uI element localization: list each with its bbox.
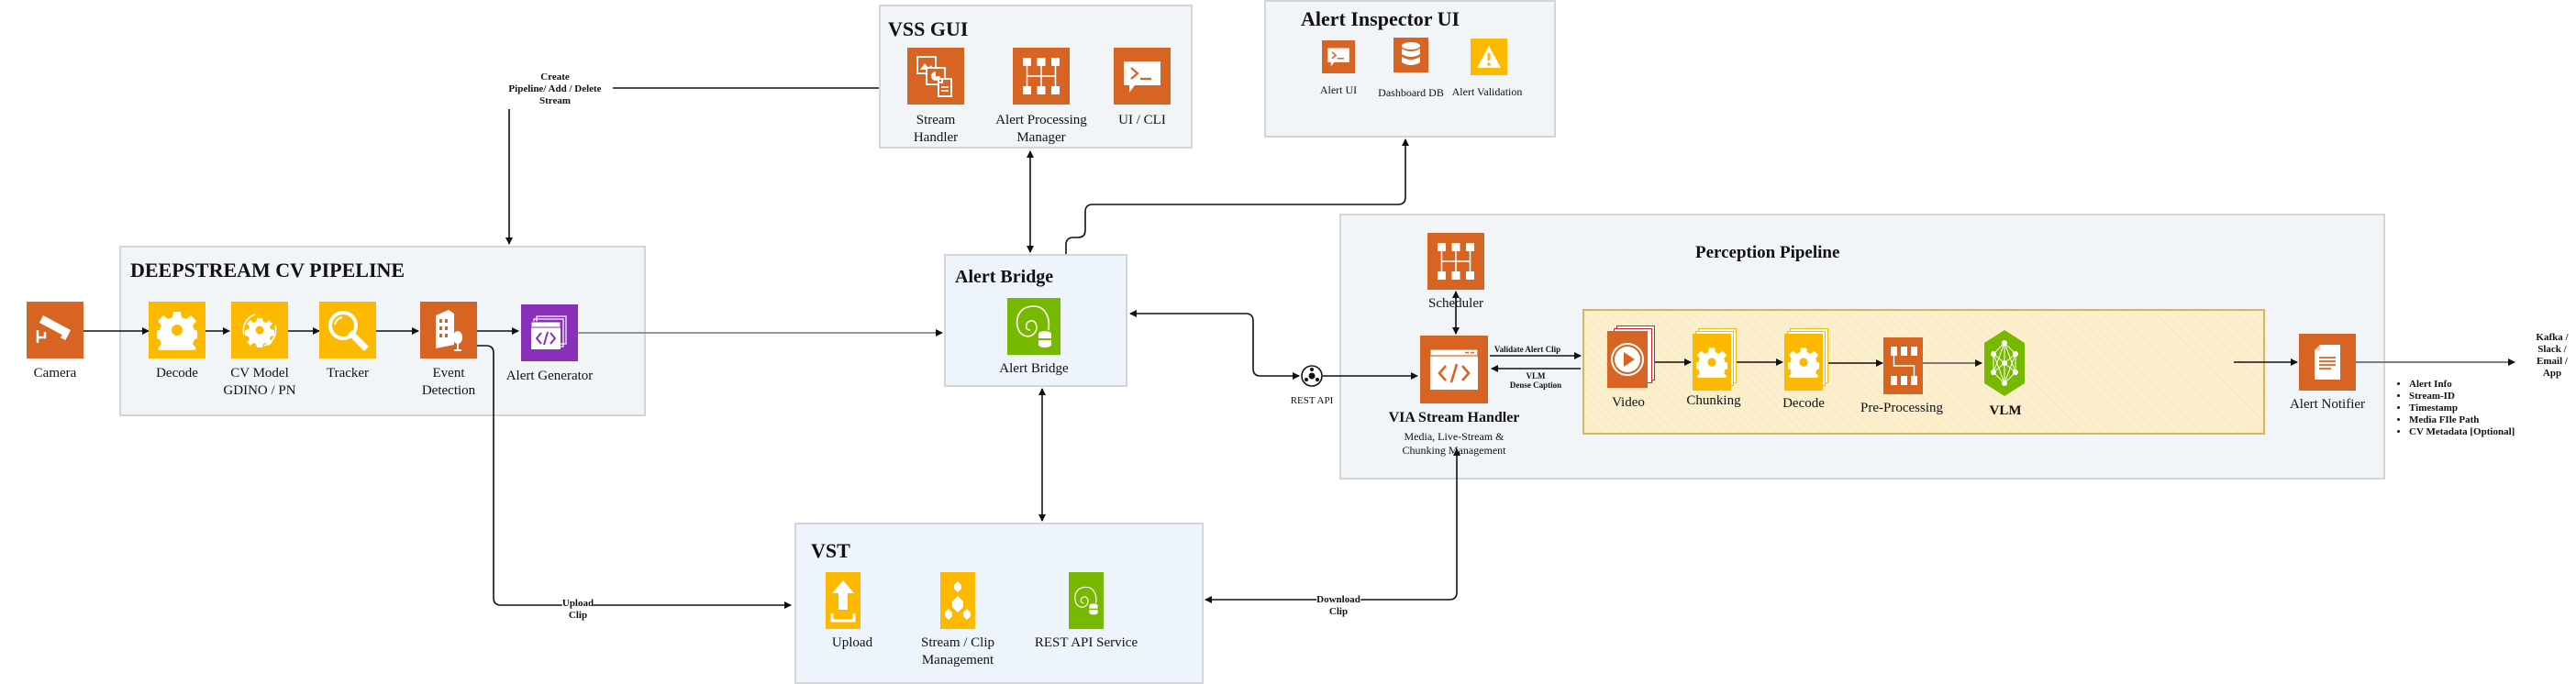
vlm-neural-net-icon[interactable] <box>1984 330 2025 396</box>
alert-bridge-icon[interactable] <box>1007 298 1060 355</box>
payload-item: Media FIle Path <box>2409 414 2515 426</box>
vlm-label: VLM <box>1989 403 2022 418</box>
edge-event-upload-vst <box>477 345 792 609</box>
event-detection-building-icon[interactable] <box>420 302 477 359</box>
rest-api-service-icon[interactable] <box>1069 572 1104 629</box>
alert-notifier-document-icon[interactable] <box>2299 334 2356 391</box>
alert-bridge-label: Alert Bridge <box>999 361 1069 376</box>
vss-gui-title: VSS GUI <box>888 17 969 40</box>
stream-handler-media-icon[interactable] <box>907 48 964 105</box>
alert-inspector-title: Alert Inspector UI <box>1301 7 1460 30</box>
pre-processing-icon[interactable] <box>1883 337 1923 394</box>
edge-bridge-restapi <box>1129 310 1300 380</box>
decode-gear-icon[interactable] <box>149 302 205 359</box>
rest-api-icon <box>1301 365 1323 387</box>
alert-generator-code-icon[interactable] <box>521 304 578 361</box>
via-stream-handler-code-icon[interactable] <box>1420 336 1488 403</box>
tracker-magnifier-icon[interactable] <box>319 302 376 359</box>
create-pipeline-label: Create Pipeline/ Add / Delete Stream <box>508 72 602 106</box>
chunking-gear-icon[interactable] <box>1693 334 1731 391</box>
validate-alert-clip-label: Validate Alert Clip <box>1493 345 1561 354</box>
scheduler-label: Scheduler <box>1428 296 1483 311</box>
video-play-icon[interactable] <box>1607 331 1648 388</box>
ui-cli-label: UI / CLI <box>1118 113 1166 127</box>
decode2-label: Decode <box>1782 396 1825 411</box>
payload-item: CV Metadata [Optional] <box>2409 426 2515 438</box>
deepstream-title: DEEPSTREAM CV PIPELINE <box>130 259 405 281</box>
alert-processing-manager-icon[interactable] <box>1013 48 1070 105</box>
chunking-label: Chunking <box>1686 393 1741 408</box>
rest-api-service-label: REST API Service <box>1034 635 1138 650</box>
payload-item: Alert Info <box>2409 379 2515 391</box>
camera-icon[interactable] <box>27 302 83 359</box>
alert-notifier-label: Alert Notifier <box>2289 397 2366 412</box>
cv-model-gear-cycle-icon[interactable] <box>231 302 288 359</box>
payload-item: Timestamp <box>2409 403 2515 414</box>
vst-group: VST <box>794 523 1204 684</box>
upload-clip-label: Upload Clip <box>561 598 594 622</box>
vst-title: VST <box>811 539 850 562</box>
alert-payload-list: Alert Info Stream-ID Timestamp Media FIl… <box>2393 379 2515 438</box>
stream-clip-management-icon[interactable] <box>940 572 975 629</box>
perception-title: Perception Pipeline <box>1695 243 1840 262</box>
alert-ui-terminal-icon[interactable] <box>1322 40 1355 73</box>
payload-item: Stream-ID <box>2409 391 2515 403</box>
decode-label: Decode <box>156 366 198 381</box>
alert-ui-label: Alert UI <box>1319 83 1358 96</box>
edge-via-vst <box>1205 457 1458 603</box>
ui-cli-terminal-icon[interactable] <box>1114 48 1171 105</box>
rest-api-label: REST API <box>1290 395 1334 406</box>
upload-label: Upload <box>831 635 873 650</box>
edge-bridge-inspector <box>1065 138 1409 254</box>
alert-bridge-title: Alert Bridge <box>955 267 1054 287</box>
upload-arrow-icon[interactable] <box>826 572 861 629</box>
download-clip-label: Download Clip <box>1316 594 1360 618</box>
destinations-label: Kafka / Slack / Email / App <box>2536 332 2569 379</box>
scheduler-icon[interactable] <box>1427 233 1484 290</box>
camera-label: Camera <box>33 366 77 381</box>
decode2-gear-icon[interactable] <box>1784 334 1823 391</box>
via-stream-handler-label: VIA Stream Handler <box>1388 410 1520 425</box>
via-stream-handler-desc: Media, Live-Stream &Chunking Management <box>1402 430 1506 457</box>
alert-validation-warning-icon[interactable] <box>1471 39 1507 75</box>
alert-generator-label: Alert Generator <box>505 369 594 383</box>
video-label: Video <box>1612 395 1645 410</box>
dashboard-db-label: Dashboard DB <box>1378 86 1444 99</box>
dashboard-db-database-icon[interactable] <box>1393 38 1428 72</box>
alert-validation-label: Alert Validation <box>1451 85 1523 98</box>
pre-processing-label: Pre-Processing <box>1860 401 1943 415</box>
tracker-label: Tracker <box>326 366 370 381</box>
